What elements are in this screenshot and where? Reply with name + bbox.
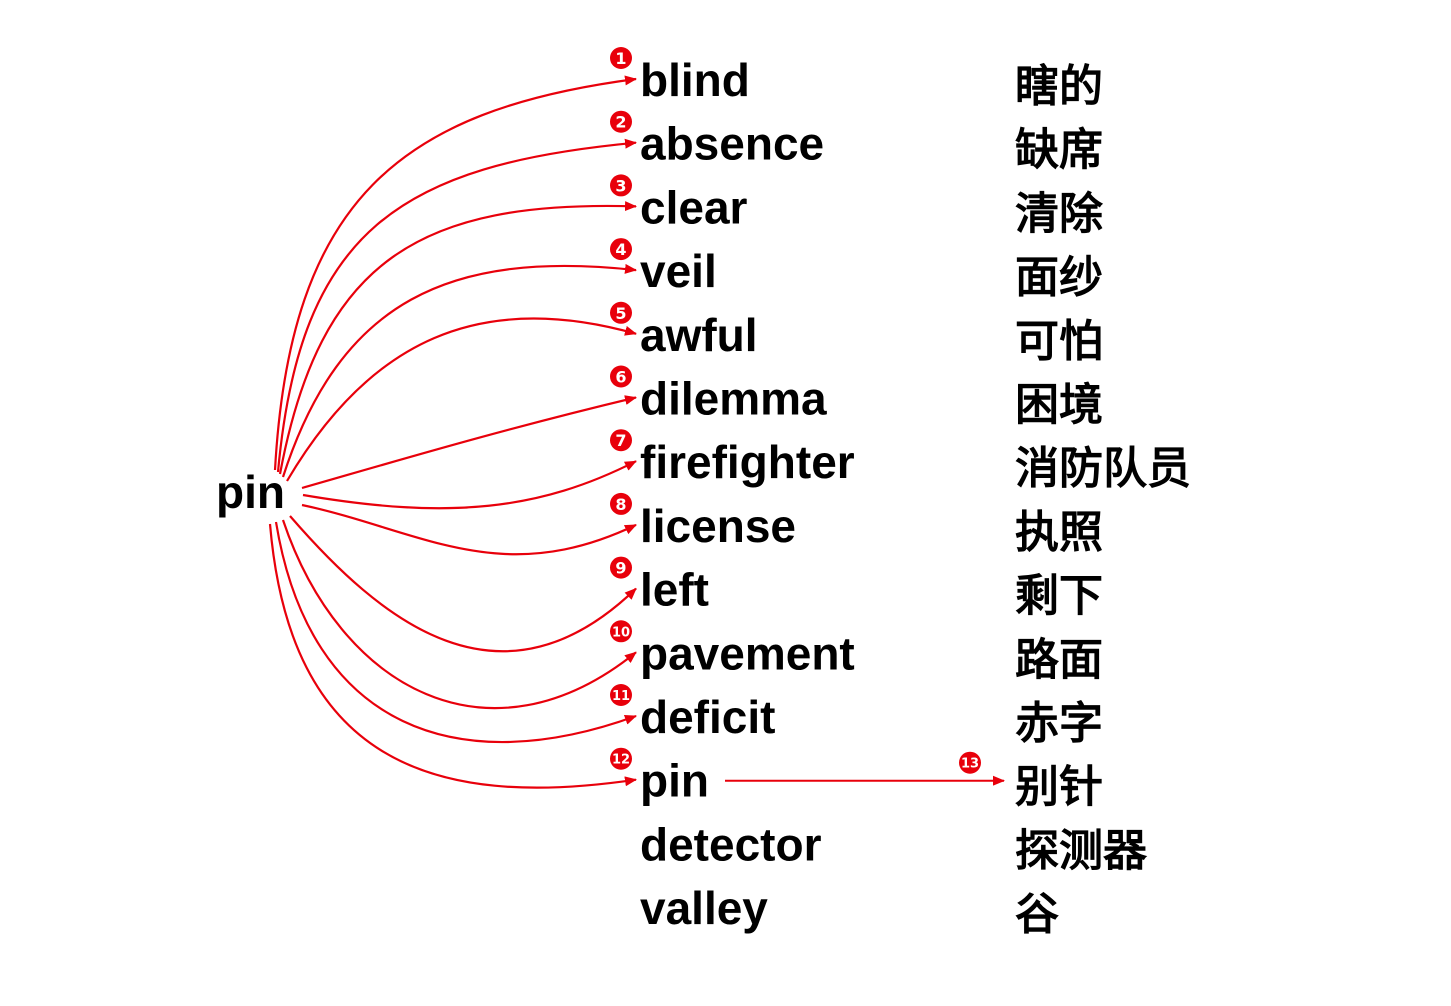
link-arrow-absence [276,138,637,473]
marker-6: 6 [610,365,632,388]
marker-10-circle [610,620,632,643]
marker-13: 13 [959,751,981,774]
marker-3-label: 3 [615,176,626,195]
marker-9: 9 [610,556,632,579]
word-labels: pin blind 瞎的 absence 缺席 clear 清除 veil 面纱 awful 可怕… [216,54,1191,940]
marker-1-circle [610,47,632,69]
translation-license: 执照 [1015,507,1103,558]
word-valley: valley [640,882,768,934]
marker-8-label: 8 [615,495,626,514]
link-arrow-veil [281,263,637,478]
link-arrow-deficit [274,521,637,744]
marker-4-circle [610,238,632,261]
translation-veil: 面纱 [1015,252,1103,303]
marker-13-label: 13 [961,757,979,772]
translation-dilemma: 困境 [1015,380,1103,431]
link-arrow-clear [278,201,637,475]
marker-9-circle [610,556,632,579]
translation-detector: 探测器 [1015,825,1148,876]
marker-2: 2 [610,110,632,133]
marker-2-circle [610,110,632,133]
marker-4-label: 4 [615,240,626,259]
word-dilemma: dilemma [640,373,827,425]
marker-10-label: 10 [612,625,630,640]
marker-7-circle [610,429,632,452]
link-arrow-left [289,515,637,653]
word-absence: absence [640,118,824,170]
marker-11-label: 11 [612,689,630,704]
word-deficit: deficit [640,691,775,743]
marker-1: 1 [610,47,632,69]
marker-6-label: 6 [615,368,626,387]
word-awful: awful [640,309,758,361]
marker-7-label: 7 [615,431,626,450]
translation-deficit: 赤字 [1015,698,1103,749]
translation-blind: 瞎的 [1015,61,1103,112]
source-word-pin: pin [216,466,285,518]
word-veil: veil [640,245,717,297]
word-pavement: pavement [640,627,855,679]
marker-7: 7 [610,429,632,452]
translation-awful: 可怕 [1015,316,1103,367]
translation-pin: 别针 [1015,762,1103,813]
word-pin: pin [640,755,709,807]
marker-3: 3 [610,174,632,197]
word-detector: detector [640,818,822,870]
link-arrow-license [301,503,637,556]
word-firefighter: firefighter [640,436,855,488]
link-arrow-awful [286,317,637,482]
translation-clear: 清除 [1015,188,1104,239]
marker-13-circle [959,751,981,774]
link-arrow-pavement [281,519,637,710]
marker-11: 11 [610,684,632,706]
marker-1-label: 1 [615,49,626,68]
marker-10: 10 [610,620,632,643]
word-blind: blind [640,54,750,106]
translation-absence: 缺席 [1015,125,1103,176]
marker-8: 8 [610,492,632,515]
marker-12: 12 [610,747,632,770]
marker-12-label: 12 [612,753,630,768]
marker-12-circle [610,747,632,770]
link-arrows [268,75,1005,789]
link-arrow-firefighter [302,460,637,510]
marker-5-label: 5 [615,304,626,323]
marker-6-circle [610,365,632,388]
marker-11-circle [610,684,632,706]
marker-3-circle [610,174,632,197]
marker-5-circle [610,301,632,324]
marker-4: 4 [610,238,632,261]
link-arrow-dilemma [301,395,637,490]
word-left: left [640,564,709,616]
translation-firefighter: 消防队员 [1015,443,1191,494]
link-arrow-pin [268,523,637,789]
marker-9-label: 9 [615,559,626,578]
link-arrow-blind [273,75,637,471]
marker-5: 5 [610,301,632,324]
marker-8-circle [610,492,632,515]
marker-2-label: 2 [615,113,626,132]
word-license: license [640,500,796,552]
translation-valley: 谷 [1015,889,1059,940]
word-clear: clear [640,181,748,233]
translation-pavement: 路面 [1015,634,1103,685]
translation-left: 剩下 [1015,571,1103,622]
